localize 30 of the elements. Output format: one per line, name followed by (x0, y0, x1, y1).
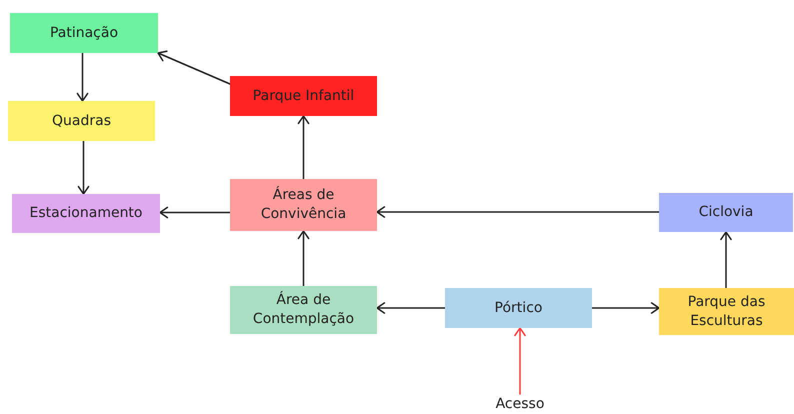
arrow (76, 52, 88, 102)
box-label: Patinação (50, 24, 118, 42)
process-box (230, 179, 377, 231)
process-box (230, 76, 377, 116)
arrow (298, 230, 310, 287)
process-box (445, 288, 592, 328)
entry-label: Acesso (484, 394, 556, 414)
process-box (659, 193, 793, 232)
process-box (230, 286, 377, 334)
box-label: Parque das Esculturas (686, 292, 766, 330)
process-box (8, 101, 155, 141)
box-label: Quadras (52, 112, 111, 130)
arrow (298, 115, 310, 180)
arrow (376, 206, 660, 218)
arrow (591, 302, 660, 314)
arrow (159, 206, 231, 218)
arrow (157, 50, 231, 85)
arrow (376, 302, 446, 314)
box-label: Estacionamento (30, 204, 142, 223)
process-box (659, 288, 794, 335)
arrow (720, 231, 732, 289)
box-label: Pórtico (494, 298, 542, 318)
box-label: Ciclovia (698, 203, 754, 222)
process-box (12, 194, 160, 233)
process-box (10, 13, 158, 53)
box-label: Áreas de Convivência (260, 186, 348, 224)
arrow (514, 327, 526, 395)
box-label: Parque Infantil (252, 86, 354, 106)
box-label: Área de Contemplação (252, 291, 356, 329)
arrow (78, 140, 90, 195)
